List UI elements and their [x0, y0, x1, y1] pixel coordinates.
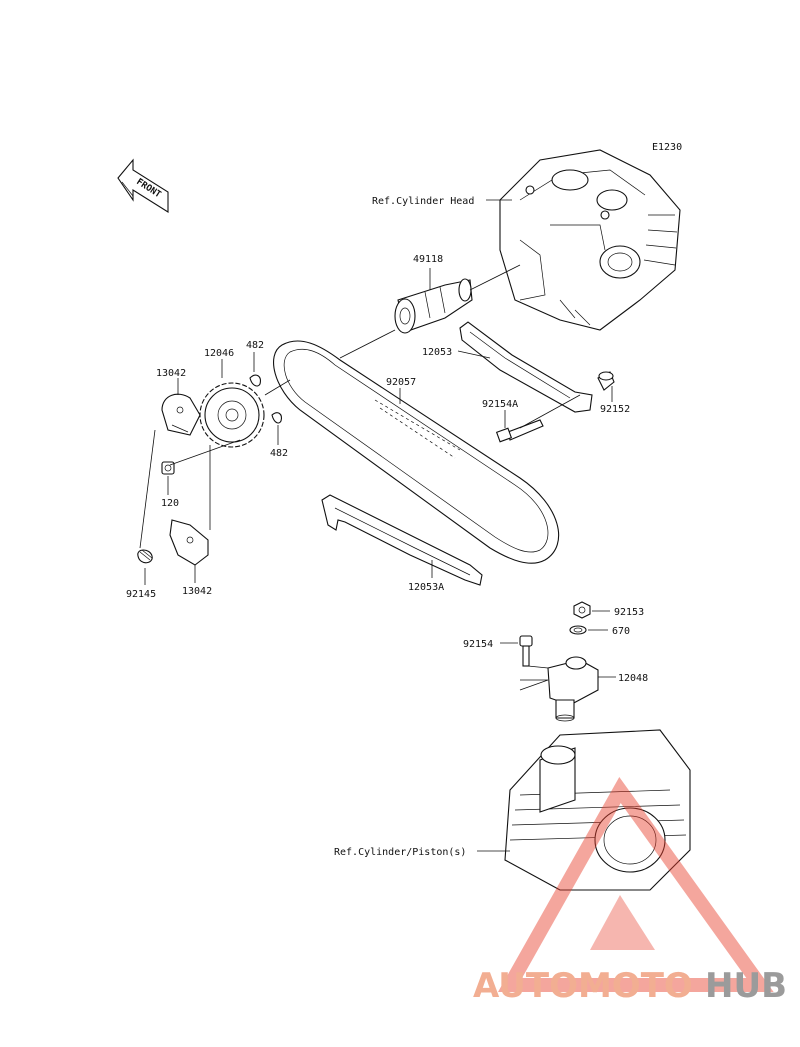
bolt-92154: [519, 635, 533, 667]
part-12046: 12046: [204, 348, 234, 359]
part-12053: 12053: [422, 347, 452, 358]
part-482-top: 482: [246, 340, 264, 351]
diagram-code: E1230: [652, 142, 682, 153]
front-arrow-icon: FRONT: [117, 158, 169, 213]
nut-92153: [573, 601, 591, 619]
part-670: 670: [612, 626, 630, 637]
tensioner-12048: [547, 656, 599, 722]
cylinder-head: [499, 149, 681, 331]
circlip-top: [249, 374, 261, 387]
part-49118: 49118: [413, 254, 443, 265]
part-12053A: 12053A: [408, 582, 444, 593]
part-92154A: 92154A: [482, 399, 518, 410]
weight-13042-bottom: [169, 519, 209, 566]
part-92145: 92145: [126, 589, 156, 600]
part-92057: 92057: [386, 377, 416, 388]
camshaft: [394, 278, 473, 334]
watermark-logo: AUTOMOTO HUB: [473, 777, 787, 1006]
watermark-text-hub: HUB: [705, 966, 787, 1006]
chain-guide-12053: [459, 321, 593, 413]
part-13042-top: 13042: [156, 368, 186, 379]
bolt-92154A: [495, 419, 544, 443]
cam-sprocket: [199, 382, 265, 448]
chain-guide-12053A: [321, 494, 483, 586]
part-92154: 92154: [463, 639, 493, 650]
part-13042-bottom: 13042: [182, 586, 212, 597]
cylinder-block: [504, 729, 691, 891]
washer-670: [569, 625, 587, 635]
part-482-bottom: 482: [270, 448, 288, 459]
bolt-92152: [597, 371, 615, 391]
cam-chain: [273, 340, 560, 564]
ref-cylinder-head-label: Ref.Cylinder Head: [372, 196, 474, 207]
part-12048: 12048: [618, 673, 648, 684]
part-120: 120: [161, 498, 179, 509]
part-92152: 92152: [600, 404, 630, 415]
ref-cylinder-piston-label: Ref.Cylinder/Piston(s): [334, 847, 466, 858]
spring-92145: [137, 549, 153, 564]
watermark-text-automoto: AUTOMOTO: [473, 966, 693, 1006]
part-92153: 92153: [614, 607, 644, 618]
circlip-bottom: [271, 412, 282, 424]
weight-13042-top: [161, 393, 201, 436]
